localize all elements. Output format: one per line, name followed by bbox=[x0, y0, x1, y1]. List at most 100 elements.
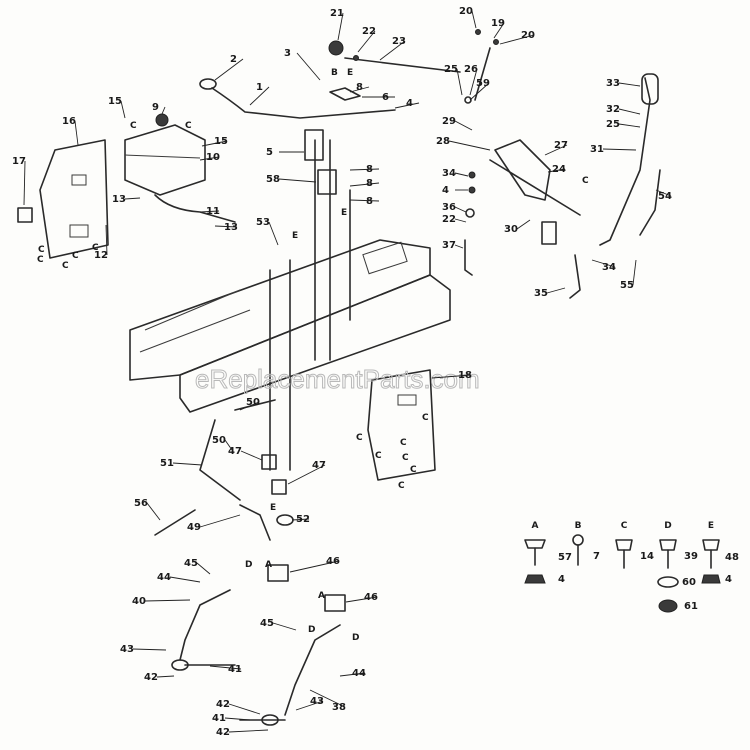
lever-30 bbox=[489, 159, 581, 216]
bolt-d-head bbox=[659, 539, 677, 551]
clip-22 bbox=[353, 55, 359, 61]
nut-d bbox=[658, 599, 678, 613]
callout-number-c46b: 46 bbox=[364, 592, 378, 603]
leader-line-c34b bbox=[591, 259, 616, 268]
leader-line-c8d bbox=[349, 199, 380, 202]
callout-number-c19: 19 bbox=[491, 18, 505, 29]
leader-line-c50b bbox=[224, 439, 233, 451]
leader-line-c30 bbox=[516, 219, 531, 230]
washer-d bbox=[657, 576, 679, 588]
leader-line-c38 bbox=[309, 689, 346, 708]
leader-line-c35 bbox=[546, 287, 566, 294]
callout-number-c4a: 4 bbox=[406, 98, 413, 109]
leader-line-c56 bbox=[146, 502, 161, 521]
callout-number-c15b: 15 bbox=[214, 136, 228, 147]
callout-number-c33: 33 bbox=[606, 78, 620, 89]
throttle-knob-21 bbox=[328, 40, 344, 56]
pivot-bracket-3 bbox=[329, 87, 361, 101]
callout-number-c11: 11 bbox=[206, 206, 220, 217]
leader-line-c23 bbox=[379, 40, 406, 61]
hardware-letter-l3: C bbox=[185, 121, 192, 131]
callout-number-c42a: 42 bbox=[144, 672, 158, 683]
nut-4 bbox=[468, 186, 476, 194]
leader-line-c54 bbox=[655, 189, 672, 197]
callout-number-c23: 23 bbox=[392, 36, 406, 47]
leader-line-c36 bbox=[454, 206, 467, 213]
hardware-letter-l7: E bbox=[270, 503, 276, 513]
hardware-letter-l8: C bbox=[92, 243, 99, 253]
callout-number-c37: 37 bbox=[442, 240, 456, 251]
leader-line-c21 bbox=[337, 12, 344, 41]
watermark: eReplacementParts.com bbox=[195, 364, 480, 394]
frame-rail-lower bbox=[179, 274, 451, 413]
bushing-42b bbox=[261, 714, 279, 726]
hardware-letter-l6: E bbox=[341, 208, 347, 218]
legend-label-e-bolt: 48 bbox=[725, 552, 739, 563]
panel-slot-1 bbox=[71, 174, 87, 186]
legend-label-B: B bbox=[575, 521, 582, 531]
leader-line-c53 bbox=[268, 221, 279, 246]
fuel-tank-body bbox=[124, 124, 206, 196]
decal-17 bbox=[17, 207, 33, 223]
leader-line-c27 bbox=[544, 144, 568, 156]
legend-label-d-nut: 61 bbox=[684, 601, 698, 612]
leader-line-c15b bbox=[201, 140, 228, 147]
leader-line-c42b bbox=[228, 703, 261, 715]
leader-line-c46a bbox=[289, 560, 340, 573]
hardware-letter-l25: D bbox=[352, 633, 359, 643]
callout-number-c28: 28 bbox=[436, 136, 450, 147]
hardware-letter-l15: C bbox=[402, 453, 409, 463]
frame-edge bbox=[144, 289, 241, 331]
leader-line-c41a bbox=[209, 665, 242, 670]
callout-number-c42c: 42 bbox=[216, 727, 230, 738]
callout-number-c47a: 47 bbox=[228, 446, 242, 457]
leader-line-c26 bbox=[469, 68, 478, 96]
link-assembly-40 bbox=[171, 564, 289, 671]
callout-number-c16: 16 bbox=[62, 116, 76, 127]
bolt-e bbox=[701, 539, 721, 584]
callout-number-c52: 52 bbox=[296, 514, 310, 525]
leader-line-c40 bbox=[144, 599, 191, 602]
rod-35 bbox=[569, 254, 581, 299]
callout-number-c54: 54 bbox=[658, 191, 672, 202]
hardware-letter-l20: C bbox=[422, 413, 429, 423]
washer-36 bbox=[465, 208, 475, 218]
callout-number-c8d: 8 bbox=[366, 196, 373, 207]
leader-line-c32 bbox=[618, 108, 641, 115]
hardware-letter-l19: C bbox=[375, 451, 382, 461]
bracket-46a bbox=[267, 564, 289, 582]
panel-body bbox=[39, 139, 109, 259]
callout-number-c42b: 42 bbox=[216, 699, 230, 710]
callout-number-c8a: 8 bbox=[356, 82, 363, 93]
leader-line-c45b bbox=[272, 622, 297, 631]
leader-line-c16 bbox=[74, 120, 79, 146]
leader-line-c47a bbox=[240, 450, 263, 461]
lever-grip bbox=[199, 78, 217, 90]
callout-number-c41a: 41 bbox=[228, 664, 242, 675]
washer-52 bbox=[276, 514, 294, 526]
hardware-letter-l1: E bbox=[347, 68, 353, 78]
callout-number-c56: 56 bbox=[134, 498, 148, 509]
spacer-25 bbox=[464, 96, 472, 104]
hardware-letter-l24: D bbox=[308, 625, 315, 635]
nut-e bbox=[701, 574, 721, 584]
callout-number-c17: 17 bbox=[12, 156, 26, 167]
nut-a bbox=[524, 574, 546, 584]
callout-number-c50b: 50 bbox=[212, 435, 226, 446]
leader-line-c49 bbox=[199, 514, 241, 528]
callout-number-c1: 1 bbox=[256, 82, 263, 93]
hardware-letter-l14: C bbox=[400, 438, 407, 448]
hardware-letter-l2: B bbox=[331, 68, 338, 78]
callout-number-c13a: 13 bbox=[112, 194, 126, 205]
legend-label-d-washer: 60 bbox=[682, 577, 696, 588]
callout-number-c58: 58 bbox=[266, 174, 280, 185]
link-19 bbox=[474, 47, 491, 101]
lever-30-tab bbox=[541, 221, 557, 245]
handle-grip-33 bbox=[641, 73, 659, 105]
callout-number-c27: 27 bbox=[554, 140, 568, 151]
bracket-28 bbox=[494, 139, 551, 201]
leader-line-c22b bbox=[454, 218, 467, 223]
